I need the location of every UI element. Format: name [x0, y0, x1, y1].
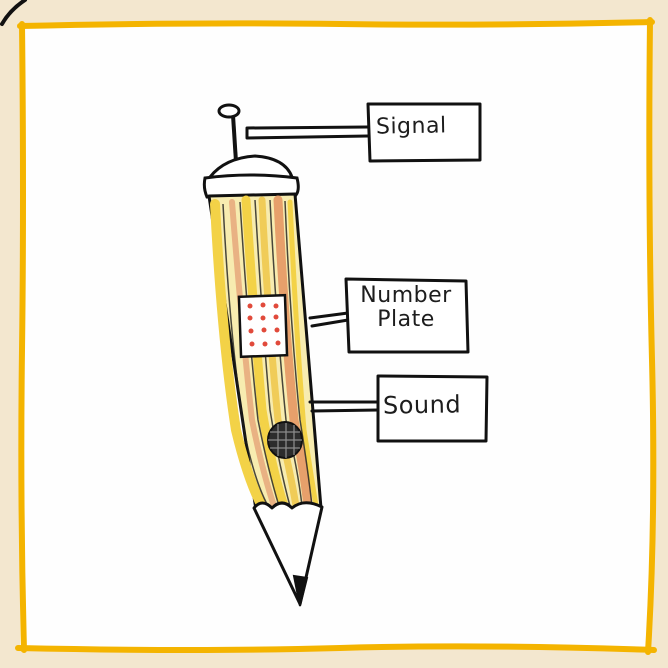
antenna-knob — [219, 105, 239, 117]
sound-label: Sound — [383, 391, 462, 418]
signal-label: Signal — [376, 113, 447, 140]
number-plate-label: Number Plate — [350, 284, 462, 332]
drawing-paper — [20, 24, 650, 649]
speaker-grille — [268, 422, 302, 458]
number-plate-label-line2: Plate — [350, 308, 462, 332]
number-plate-label-line1: Number — [350, 284, 462, 308]
number-plate-graphic — [239, 295, 287, 357]
